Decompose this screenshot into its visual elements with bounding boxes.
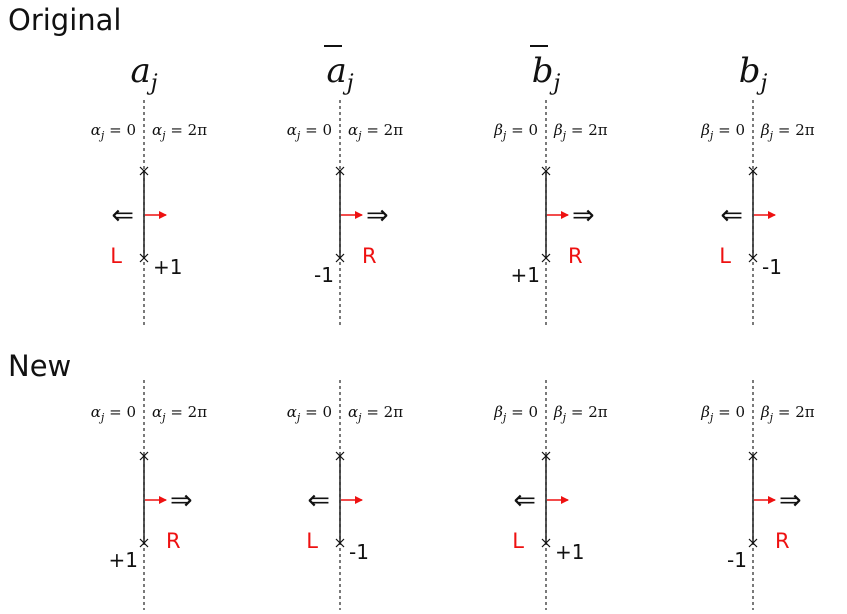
cross-stroke — [139, 253, 149, 263]
section-title-original: Original — [8, 3, 122, 37]
cross-marker-top — [541, 451, 551, 461]
column-title-text: aj — [326, 51, 353, 96]
boundary-label-right: αj = 2π — [152, 403, 207, 424]
double-arrow-right-icon: ⇒ — [170, 485, 193, 516]
cross-stroke — [541, 538, 551, 548]
boundary-label-left: αj = 0 — [287, 121, 332, 142]
lr-label: R — [166, 529, 181, 553]
cross-marker-top — [748, 166, 758, 176]
panel-original-2: αj = 0 αj = 2π ⇒ R -1 — [287, 100, 403, 325]
boundary-label-right: αj = 2π — [348, 403, 403, 424]
cross-marker-top — [335, 166, 345, 176]
column-title-text: bj — [532, 51, 561, 96]
cross-marker-top — [139, 451, 149, 461]
panel-new-3: βj = 0 βj = 2π ⇐ L +1 — [493, 380, 608, 610]
cross-marker-top — [335, 451, 345, 461]
lr-label: L — [719, 244, 731, 268]
cross-marker-bottom — [139, 253, 149, 263]
lr-label: L — [306, 529, 318, 553]
cross-marker-top — [541, 166, 551, 176]
column-title-text: bj — [739, 51, 768, 96]
sign-label: -1 — [314, 263, 334, 287]
boundary-label-left: βj = 0 — [493, 403, 538, 424]
double-arrow-right-icon: ⇒ — [366, 200, 389, 231]
double-arrow-left-icon: ⇐ — [111, 200, 134, 231]
column-title-text: aj — [130, 51, 157, 96]
section-title-new: New — [8, 349, 72, 383]
sign-label: +1 — [109, 548, 138, 572]
boundary-label-right: βj = 2π — [760, 121, 815, 142]
cross-stroke — [541, 451, 551, 461]
boundary-label-right: βj = 2π — [553, 403, 608, 424]
cross-stroke — [335, 538, 345, 548]
cross-stroke — [748, 253, 758, 263]
cross-stroke — [541, 166, 551, 176]
cross-stroke — [748, 538, 758, 548]
boundary-label-right: αj = 2π — [152, 121, 207, 142]
cross-stroke — [748, 166, 758, 176]
boundary-label-right: βj = 2π — [760, 403, 815, 424]
column-title-2: aj — [324, 45, 354, 96]
cross-stroke — [139, 538, 149, 548]
boundary-label-left: αj = 0 — [91, 121, 136, 142]
column-title-4: bj — [739, 51, 768, 96]
cross-stroke — [541, 253, 551, 263]
boundary-label-left: αj = 0 — [91, 403, 136, 424]
double-arrow-left-icon: ⇐ — [720, 200, 743, 231]
sign-label: +1 — [555, 540, 584, 564]
sign-label: -1 — [349, 540, 369, 564]
cross-marker-bottom — [335, 538, 345, 548]
lr-label: R — [775, 529, 790, 553]
boundary-label-right: αj = 2π — [348, 121, 403, 142]
lr-label: R — [362, 244, 377, 268]
panel-new-4: βj = 0 βj = 2π ⇒ R -1 — [700, 380, 815, 610]
cross-marker-top — [748, 451, 758, 461]
sign-label: -1 — [762, 255, 782, 279]
double-arrow-right-icon: ⇒ — [572, 200, 595, 231]
boundary-label-right: βj = 2π — [553, 121, 608, 142]
column-title-3: bj — [530, 45, 561, 96]
sign-label: +1 — [153, 255, 182, 279]
boundary-label-left: αj = 0 — [287, 403, 332, 424]
cross-marker-bottom — [541, 253, 551, 263]
boundary-label-left: βj = 0 — [493, 121, 538, 142]
column-title-1: aj — [130, 51, 157, 96]
boundary-label-left: βj = 0 — [700, 121, 745, 142]
panel-original-3: βj = 0 βj = 2π ⇒ R +1 — [493, 100, 608, 325]
double-arrow-left-icon: ⇐ — [513, 485, 536, 516]
cross-marker-bottom — [541, 538, 551, 548]
lr-label: R — [568, 244, 583, 268]
cross-marker-bottom — [335, 253, 345, 263]
panel-original-4: βj = 0 βj = 2π ⇐ L -1 — [700, 100, 815, 325]
double-arrow-right-icon: ⇒ — [779, 485, 802, 516]
panel-new-1: αj = 0 αj = 2π ⇒ R +1 — [91, 380, 207, 610]
lr-label: L — [512, 529, 524, 553]
cross-stroke — [335, 253, 345, 263]
panel-new-2: αj = 0 αj = 2π ⇐ L -1 — [287, 380, 403, 610]
lr-label: L — [110, 244, 122, 268]
cross-marker-bottom — [139, 538, 149, 548]
boundary-label-left: βj = 0 — [700, 403, 745, 424]
cross-stroke — [335, 166, 345, 176]
cross-marker-bottom — [748, 253, 758, 263]
double-arrow-left-icon: ⇐ — [307, 485, 330, 516]
sign-label: +1 — [511, 263, 540, 287]
cross-marker-top — [139, 166, 149, 176]
sign-label: -1 — [727, 548, 747, 572]
cross-marker-bottom — [748, 538, 758, 548]
cross-stroke — [139, 166, 149, 176]
panel-original-1: αj = 0 αj = 2π ⇐ L +1 — [91, 100, 207, 325]
cross-stroke — [139, 451, 149, 461]
cross-stroke — [748, 451, 758, 461]
cross-stroke — [335, 451, 345, 461]
